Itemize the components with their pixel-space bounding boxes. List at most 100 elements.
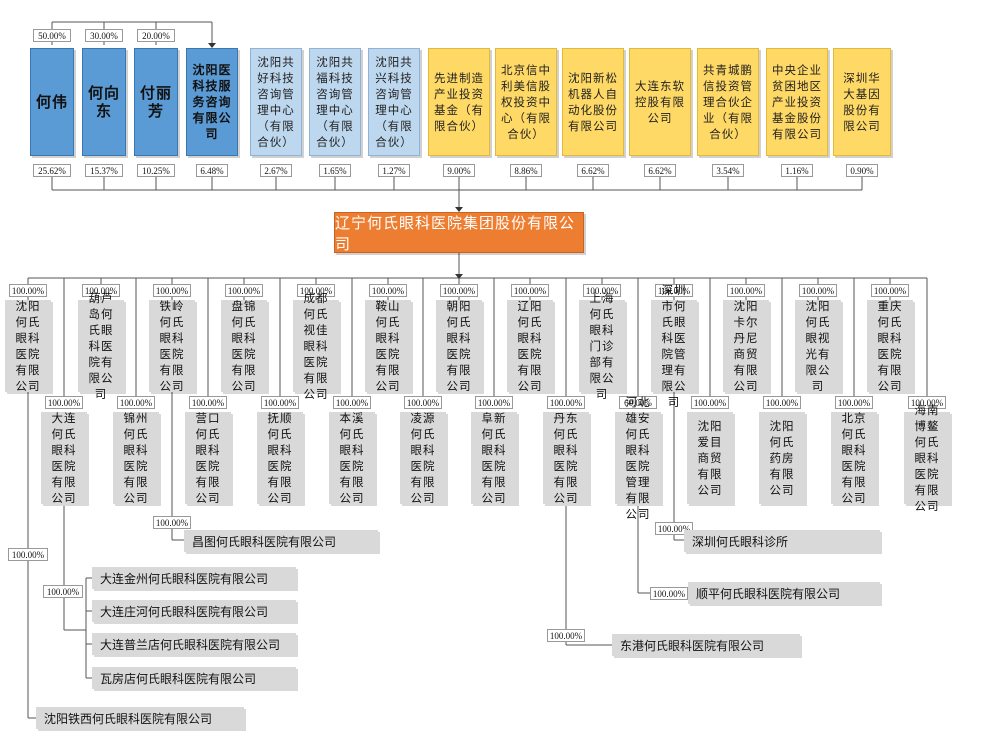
sub-share-label: 100.00%	[225, 284, 263, 297]
shareholder-xinzhongli: 北京信中利美信股权投资中心（有限合伙）	[495, 48, 557, 156]
sub-share-label: 100.00%	[189, 396, 227, 409]
sub-huludao: 葫芦岛何氏眼科医院有限公司	[78, 291, 124, 401]
gc-pulandian: 大连普兰店何氏眼科医院有限公司	[92, 633, 296, 655]
sub-optometry: 沈阳何氏眼视光有限公司	[795, 299, 841, 393]
sub-pharmacy: 沈阳何氏药房有限公司	[759, 412, 805, 504]
share-label: 1.27%	[378, 164, 410, 177]
share-label: 3.54%	[712, 164, 744, 177]
gc-share-label: 100.00%	[153, 516, 191, 529]
shareholder-neusoft: 大连东软控股有限公司	[629, 48, 691, 156]
sub-share-label: 100.00%	[117, 396, 155, 409]
holding-above-label: 50.00%	[33, 29, 71, 42]
share-label: 10.25%	[137, 164, 175, 177]
gc-shunping: 顺平何氏眼科医院有限公司	[688, 582, 880, 604]
sub-shenyang: 沈阳何氏眼科医院有限公司	[5, 299, 51, 393]
shareholder-fu-lifang: 付丽芳	[134, 48, 178, 156]
sub-panjin: 盘锦何氏眼科医院有限公司	[221, 299, 267, 393]
sub-share-label: 100.00%	[369, 284, 407, 297]
sub-share-label: 100.00%	[511, 284, 549, 297]
sub-share-label: 100.00%	[655, 284, 693, 297]
share-label: 0.90%	[846, 164, 878, 177]
gc-donggang: 东港何氏眼科医院有限公司	[612, 634, 800, 656]
sub-share-label: 100.00%	[871, 284, 909, 297]
sub-share-label: 100.00%	[261, 396, 299, 409]
share-label: 6.48%	[196, 164, 228, 177]
holding-above-label: 20.00%	[137, 29, 175, 42]
sub-share-label: 100.00%	[404, 396, 442, 409]
sub-fuxin: 阜新何氏眼科医院有限公司	[471, 411, 517, 505]
shareholder-shenyang-yike: 沈阳医科技服务咨询有限公司	[186, 48, 238, 156]
shareholder-siasun: 沈阳新松机器人自动化股份有限公司	[562, 48, 624, 156]
shareholder-advanced-manufacturing-fund: 先进制造产业投资基金（有限合伙）	[428, 48, 490, 156]
shareholder-he-xiangdong: 何向东	[82, 48, 126, 156]
sub-share-label: 100.00%	[440, 284, 478, 297]
sub-dandong: 丹东何氏眼科医院有限公司	[543, 411, 589, 505]
share-label: 1.65%	[319, 164, 351, 177]
gc-jinzhou-district: 大连金州何氏眼科医院有限公司	[92, 567, 296, 589]
sub-share-label: 60.00%	[619, 396, 657, 409]
sub-share-label: 100.00%	[691, 396, 729, 409]
sub-share-label: 100.00%	[799, 284, 837, 297]
shareholder-central-soe-fund: 中央企业贫困地区产业投资基金股份有限公司	[766, 48, 828, 156]
shareholder-pengxin: 共青城鹏信投资管理合伙企业（有限合伙）	[697, 48, 759, 156]
shareholder-gongxing: 沈阳共兴科技咨询管理中心（有限合伙）	[368, 48, 420, 156]
sub-xiongan: 河北雄安何氏眼科医院管理有限公司	[615, 395, 661, 521]
shareholder-gonghao: 沈阳共好科技咨询管理中心（有限合伙）	[250, 48, 302, 156]
share-label: 15.37%	[85, 164, 123, 177]
sub-share-label: 100.00%	[475, 396, 513, 409]
gc-share-label: 100.00%	[655, 522, 693, 535]
sub-dalian: 大连何氏眼科医院有限公司	[41, 411, 87, 505]
sub-aimu-trade: 沈阳爱目商贸有限公司	[687, 412, 733, 504]
gc-tiexi: 沈阳铁西何氏眼科医院有限公司	[36, 707, 244, 729]
share-label: 9.00%	[443, 164, 475, 177]
sub-benxi: 本溪何氏眼科医院有限公司	[329, 411, 375, 505]
dalian-group-share-label: 100.00%	[43, 585, 83, 598]
tiexi-share-label: 100.00%	[8, 548, 48, 561]
sub-yingkou: 营口何氏眼科医院有限公司	[185, 411, 231, 505]
gc-shenzhen-clinic: 深圳何氏眼科诊所	[684, 530, 880, 552]
sub-chongqing: 重庆何氏眼科医院有限公司	[867, 299, 913, 393]
sub-anshan: 鞍山何氏眼科医院有限公司	[365, 299, 411, 393]
sub-shanghai-clinic: 上海何氏眼科门诊部有限公司	[579, 291, 625, 401]
sub-share-label: 100.00%	[547, 396, 585, 409]
share-label: 25.62%	[33, 164, 71, 177]
sub-share-label: 100.00%	[45, 396, 83, 409]
share-label: 2.67%	[260, 164, 292, 177]
sub-share-label: 100.00%	[763, 396, 801, 409]
sub-share-label: 100.00%	[9, 284, 47, 297]
sub-shenzhen-management: 深圳市何氏眼科医院管理有限公司	[651, 283, 697, 409]
sub-share-label: 100.00%	[82, 284, 120, 297]
sub-share-label: 100.00%	[835, 396, 873, 409]
sub-share-label: 100.00%	[908, 396, 946, 409]
sub-chaoyang: 朝阳何氏眼科医院有限公司	[436, 299, 482, 393]
sub-share-label: 100.00%	[153, 284, 191, 297]
sub-share-label: 100.00%	[333, 396, 371, 409]
shareholder-bgi: 深圳华大基因股份有限公司	[833, 48, 891, 156]
gc-zhuanghe: 大连庄河何氏眼科医院有限公司	[92, 600, 296, 622]
gc-share-label: 100.00%	[547, 629, 585, 642]
sub-fushun: 抚顺何氏眼科医院有限公司	[257, 411, 303, 505]
sub-share-label: 100.00%	[727, 284, 765, 297]
sub-lingyuan: 凌源何氏眼科医院有限公司	[400, 411, 446, 505]
parent-company: 辽宁何氏眼科医院集团股份有限公司	[334, 212, 584, 253]
sub-tieling: 铁岭何氏眼科医院有限公司	[149, 299, 195, 393]
sub-share-label: 100.00%	[297, 284, 335, 297]
gc-changtu: 昌图何氏眼科医院有限公司	[184, 530, 378, 552]
sub-hainan-boao: 海南博鳌何氏眼科医院有限公司	[904, 403, 950, 513]
share-label: 8.86%	[510, 164, 542, 177]
shareholder-he-wei: 何伟	[30, 48, 74, 156]
sub-share-label: 100.00%	[583, 284, 621, 297]
share-label: 6.62%	[644, 164, 676, 177]
sub-liaoyang: 辽阳何氏眼科医院有限公司	[507, 299, 553, 393]
sub-beijing: 北京何氏眼科医院有限公司	[831, 411, 877, 505]
share-label: 1.16%	[781, 164, 813, 177]
share-label: 6.62%	[577, 164, 609, 177]
sub-jinzhou: 锦州何氏眼科医院有限公司	[113, 411, 159, 505]
sub-chengdu: 成都何氏视佳眼科医院有限公司	[293, 291, 339, 401]
sub-kaerdanni-trade: 沈阳卡尔丹尼商贸有限公司	[723, 299, 769, 393]
holding-above-label: 30.00%	[85, 29, 123, 42]
gc-share-label: 100.00%	[650, 587, 688, 600]
gc-wafangdian: 瓦房店何氏眼科医院有限公司	[92, 667, 296, 689]
